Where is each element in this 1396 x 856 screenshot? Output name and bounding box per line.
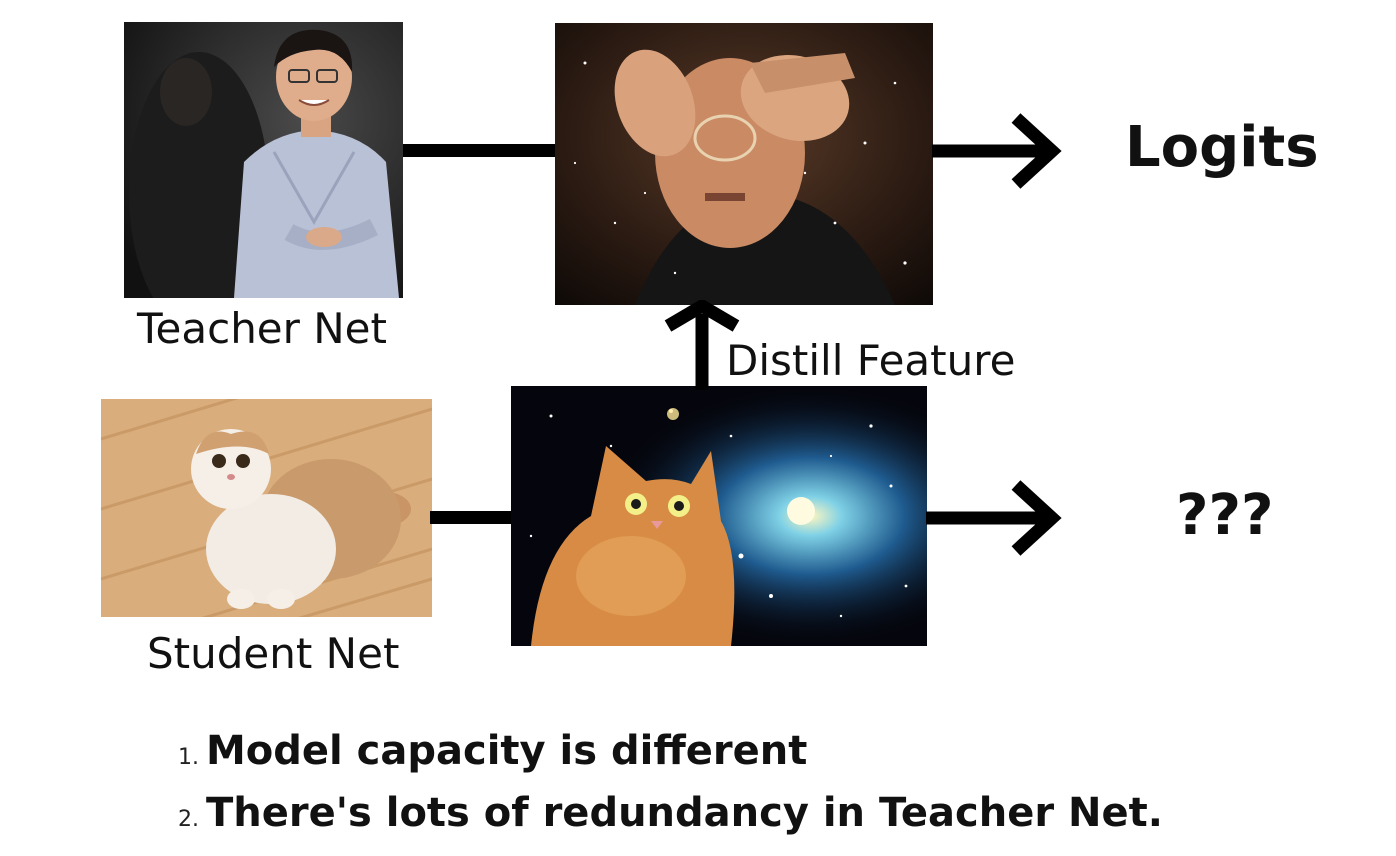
space-cat-galaxy-photo bbox=[511, 386, 927, 646]
note-number: 2. bbox=[178, 807, 199, 832]
student-output-arrow bbox=[926, 480, 1062, 556]
teacher-to-feature-connector bbox=[403, 144, 555, 157]
teacher-output-arrow bbox=[932, 113, 1062, 189]
student-to-feature-connector bbox=[430, 511, 511, 524]
note-text: There's lots of redundancy in Teacher Ne… bbox=[206, 790, 1163, 836]
note-item: 2. There's lots of redundancy in Teacher… bbox=[178, 790, 1163, 852]
mind-blown-meme-photo bbox=[555, 23, 933, 305]
teacher-portrait-photo bbox=[124, 22, 403, 298]
student-net-caption: Student Net bbox=[147, 629, 400, 678]
notes-list: 1. Model capacity is different 2. There'… bbox=[178, 728, 1163, 852]
note-text: Model capacity is different bbox=[206, 728, 808, 774]
student-output-unknown: ??? bbox=[1176, 483, 1274, 548]
distill-feature-label: Distill Feature bbox=[726, 336, 1016, 385]
teacher-net-caption: Teacher Net bbox=[137, 304, 387, 353]
teacher-output-logits: Logits bbox=[1125, 115, 1319, 180]
note-number: 1. bbox=[178, 745, 199, 770]
distill-up-arrow bbox=[664, 300, 740, 390]
cat-on-floor-photo bbox=[101, 399, 432, 617]
note-item: 1. Model capacity is different bbox=[178, 728, 1163, 790]
